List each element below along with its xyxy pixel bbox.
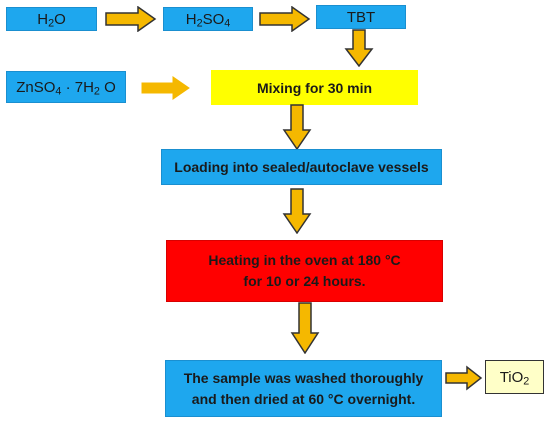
tio2-box: TiO2 [485, 360, 544, 394]
arrow-tbt-to-mixing [344, 29, 374, 67]
mixing-box: Mixing for 30 min [211, 70, 418, 105]
tbt-box: TBT [316, 5, 406, 29]
h2so4-box: H2SO4 [163, 7, 253, 31]
arrow-heating-to-washing [290, 302, 320, 354]
arrow-loading-to-heating [282, 188, 312, 234]
arrow-washing-to-tio2 [445, 365, 483, 391]
arrow-h2o-to-h2so4 [105, 6, 157, 32]
heating-box: Heating in the oven at 180 °C for 10 or … [166, 240, 443, 302]
arrow-mixing-to-loading [282, 104, 312, 150]
h2o-box: H2O [6, 7, 97, 31]
znso4-label: ZnSO4 · 7H2 O [16, 78, 116, 98]
arrow-h2so4-to-tbt [259, 6, 311, 32]
washing-box: The sample was washed thoroughly and the… [165, 360, 442, 417]
loading-box: Loading into sealed/autoclave vessels [161, 149, 442, 185]
h2o-label: H2O [37, 10, 66, 30]
arrow-znso4-to-mixing [141, 76, 191, 100]
washing-line-2: and then dried at 60 °C overnight. [191, 390, 416, 407]
tbt-label: TBT [346, 8, 376, 26]
loading-label: Loading into sealed/autoclave vessels [174, 159, 429, 175]
washing-line-1: The sample was washed thoroughly [183, 369, 424, 386]
znso4-box: ZnSO4 · 7H2 O [6, 71, 126, 103]
heating-line-2: for 10 or 24 hours. [243, 273, 366, 289]
h2so4-label: H2SO4 [185, 10, 231, 30]
tio2-label: TiO2 [499, 368, 530, 388]
heating-line-1: Heating in the oven at 180 °C [208, 252, 401, 268]
mixing-label: Mixing for 30 min [256, 79, 373, 96]
